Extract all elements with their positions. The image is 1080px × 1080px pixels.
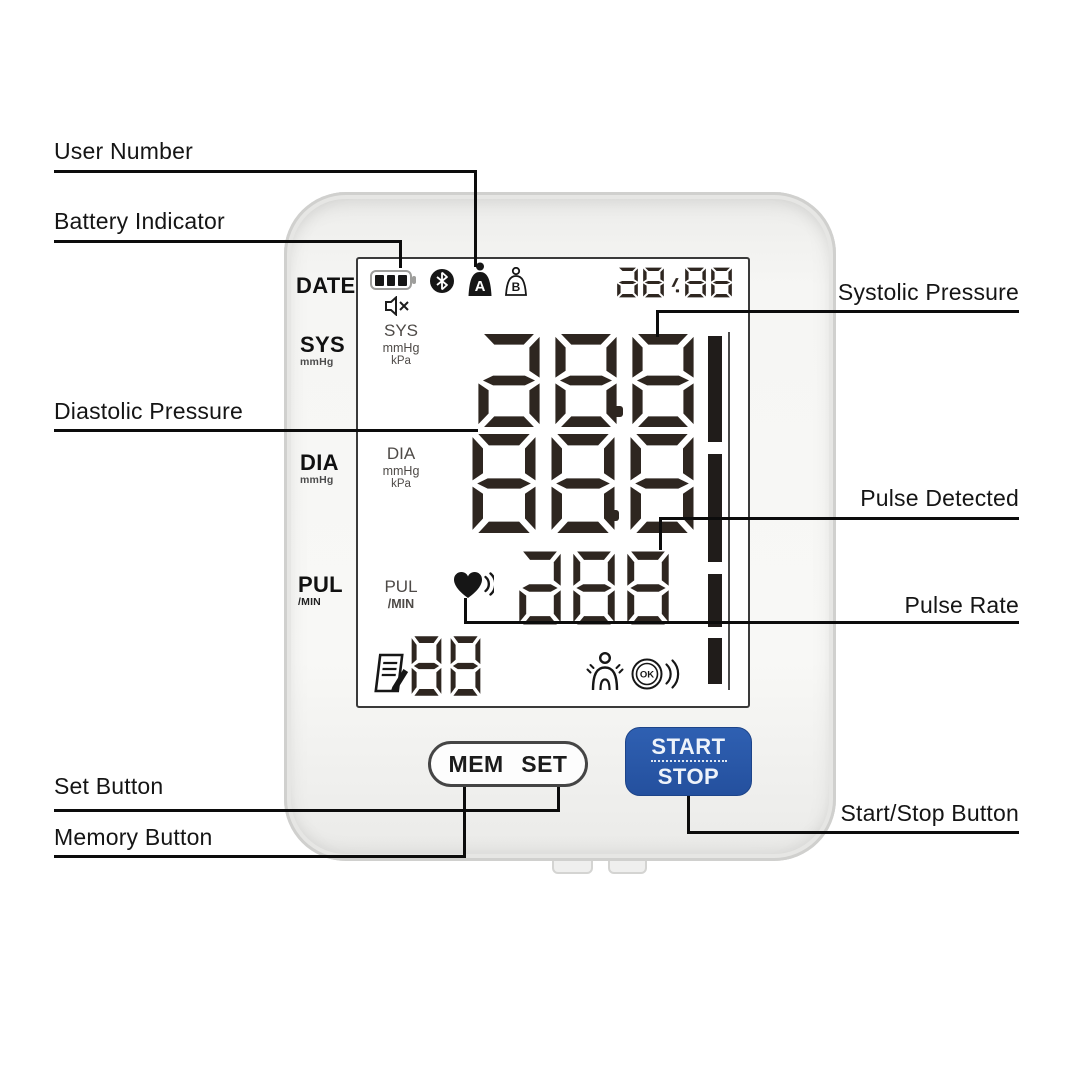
diastolic-decimal-point xyxy=(608,510,619,521)
display-pul-min: /MIN xyxy=(387,596,415,611)
dia-label: DIA xyxy=(300,450,339,475)
heartbeat-icon xyxy=(454,572,494,598)
callout-memory-button: Memory Button xyxy=(54,824,213,850)
callout-pulse-detected: Pulse Detected xyxy=(860,485,1019,511)
callout-start-stop-button: Start/Stop Button xyxy=(840,800,1019,826)
callout-line-battery-drop xyxy=(399,240,402,268)
bezel-pul-label: PUL /MIN xyxy=(298,574,343,608)
lcd-display: A B SYS mmHg kPa DIA mmHg kPa PUL /MIN xyxy=(356,257,750,708)
gauge-scale-line xyxy=(728,332,730,690)
display-dia-kpa: kPa xyxy=(391,477,411,490)
callout-line-diastolic xyxy=(54,429,478,432)
callout-diastolic-pressure: Diastolic Pressure xyxy=(54,398,243,424)
callout-systolic-pressure: Systolic Pressure xyxy=(837,279,1019,305)
display-sys-label: SYS xyxy=(383,321,419,340)
start-stop-divider xyxy=(650,760,727,762)
stop-label: STOP xyxy=(657,764,720,789)
battery-icon xyxy=(370,270,416,290)
callout-line-battery xyxy=(54,240,402,243)
mem-button[interactable]: MEM xyxy=(448,750,504,777)
callout-line-set-rise xyxy=(557,787,560,812)
svg-text:B: B xyxy=(512,280,521,294)
bezel-sys-label: SYS mmHg xyxy=(300,334,345,368)
display-pul-units: PUL /MIN xyxy=(366,577,436,611)
start-stop-button[interactable]: START STOP xyxy=(625,727,752,796)
body-movement-icon xyxy=(586,651,624,691)
callout-line-systolic-drop xyxy=(656,310,659,337)
display-dia-label: DIA xyxy=(386,444,416,463)
callout-line-pulse-rate-rise xyxy=(464,598,467,624)
diastolic-value-display xyxy=(469,432,697,535)
pulse-value-display xyxy=(517,550,671,626)
user-a-icon: A xyxy=(468,262,492,296)
sys-unit-label: mmHg xyxy=(300,356,334,368)
callout-line-user-number xyxy=(54,170,477,173)
sound-off-icon xyxy=(385,296,409,316)
dia-unit-label: mmHg xyxy=(300,474,334,486)
display-sys-kpa: kPa xyxy=(391,354,411,367)
display-dia-units: DIA mmHg kPa xyxy=(366,444,436,491)
callout-line-pulse-detected xyxy=(659,517,1019,520)
svg-text:OK: OK xyxy=(640,670,654,681)
systolic-value-display xyxy=(475,332,697,429)
gauge-segment xyxy=(708,336,722,442)
callout-battery-indicator: Battery Indicator xyxy=(54,208,225,234)
gauge-segment xyxy=(708,574,722,627)
callout-line-user-number-drop xyxy=(474,170,477,267)
mem-set-rocker-button[interactable]: MEM SET xyxy=(428,741,588,787)
start-label: START xyxy=(651,733,726,759)
display-sys-mmhg: mmHg xyxy=(382,340,420,355)
sys-label: SYS xyxy=(300,332,345,357)
pul-label: PUL xyxy=(298,572,343,597)
bluetooth-icon xyxy=(430,269,454,293)
display-dia-mmhg: mmHg xyxy=(382,463,420,478)
gauge-segment xyxy=(708,638,722,684)
user-b-icon: B xyxy=(505,267,527,296)
display-sys-units: SYS mmHg kPa xyxy=(366,321,436,368)
systolic-decimal-point xyxy=(612,406,623,417)
date-label: DATE xyxy=(296,273,356,298)
callout-line-pulse-detected-drop xyxy=(659,517,662,550)
callout-line-systolic xyxy=(656,310,1019,313)
callout-user-number: User Number xyxy=(54,138,193,164)
callout-set-button: Set Button xyxy=(54,773,164,799)
bezel-dia-label: DIA mmHg xyxy=(300,452,339,486)
ok-signal-icon: OK xyxy=(631,658,680,690)
gauge-segment xyxy=(708,454,722,562)
callout-pulse-rate: Pulse Rate xyxy=(904,592,1019,618)
set-button[interactable]: SET xyxy=(521,750,568,777)
memory-count-display xyxy=(410,635,482,697)
callout-line-set xyxy=(54,809,560,812)
callout-line-memory xyxy=(54,855,466,858)
callout-line-start-stop-rise xyxy=(687,796,690,834)
callout-line-pulse-rate xyxy=(464,621,1019,624)
svg-text:A: A xyxy=(475,278,486,295)
callout-line-memory-rise xyxy=(463,787,466,858)
date-display xyxy=(616,267,733,298)
memory-log-icon xyxy=(374,653,409,693)
bezel-date-label: DATE xyxy=(296,275,355,297)
display-pul-label: PUL xyxy=(384,577,418,596)
callout-line-start-stop xyxy=(687,831,1019,834)
pul-unit-label: /MIN xyxy=(298,596,321,608)
